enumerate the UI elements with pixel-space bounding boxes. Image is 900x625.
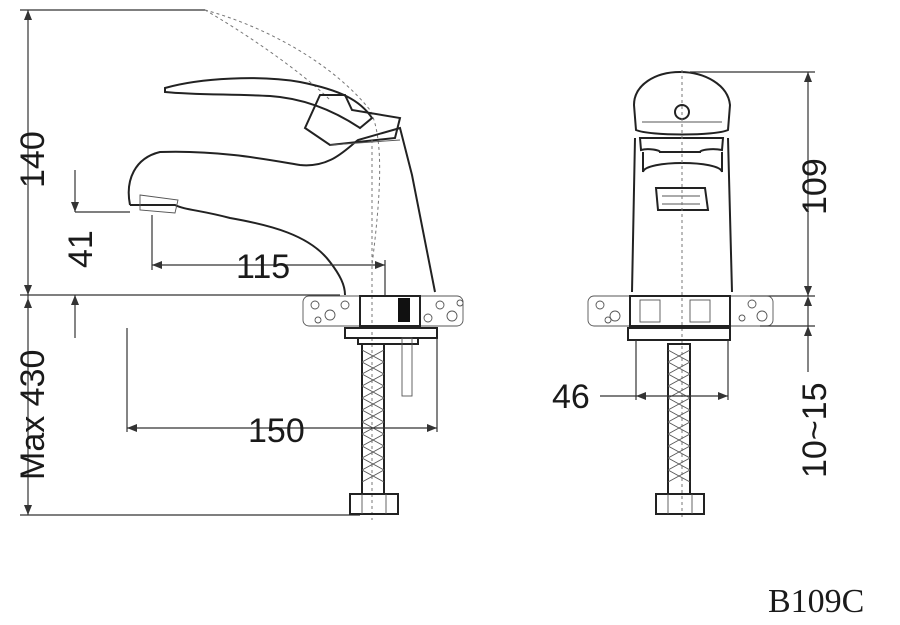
dim-10-15-label: 10~15 <box>796 383 834 479</box>
lever-front <box>632 70 732 136</box>
dim-140-label: 140 <box>14 131 52 188</box>
dim-41-label: 41 <box>62 230 100 268</box>
model-code: B109C <box>768 583 864 620</box>
side-view: 140 41 115 Max 430 150 <box>14 9 464 520</box>
dim-max-430-label: Max 430 <box>14 350 52 480</box>
dim-109-label: 109 <box>796 158 834 215</box>
dim-115-label: 115 <box>236 248 290 286</box>
dim-150-label: 150 <box>248 412 305 450</box>
dim-46-label: 46 <box>552 378 590 416</box>
front-view: 109 46 10~15 <box>552 70 834 520</box>
